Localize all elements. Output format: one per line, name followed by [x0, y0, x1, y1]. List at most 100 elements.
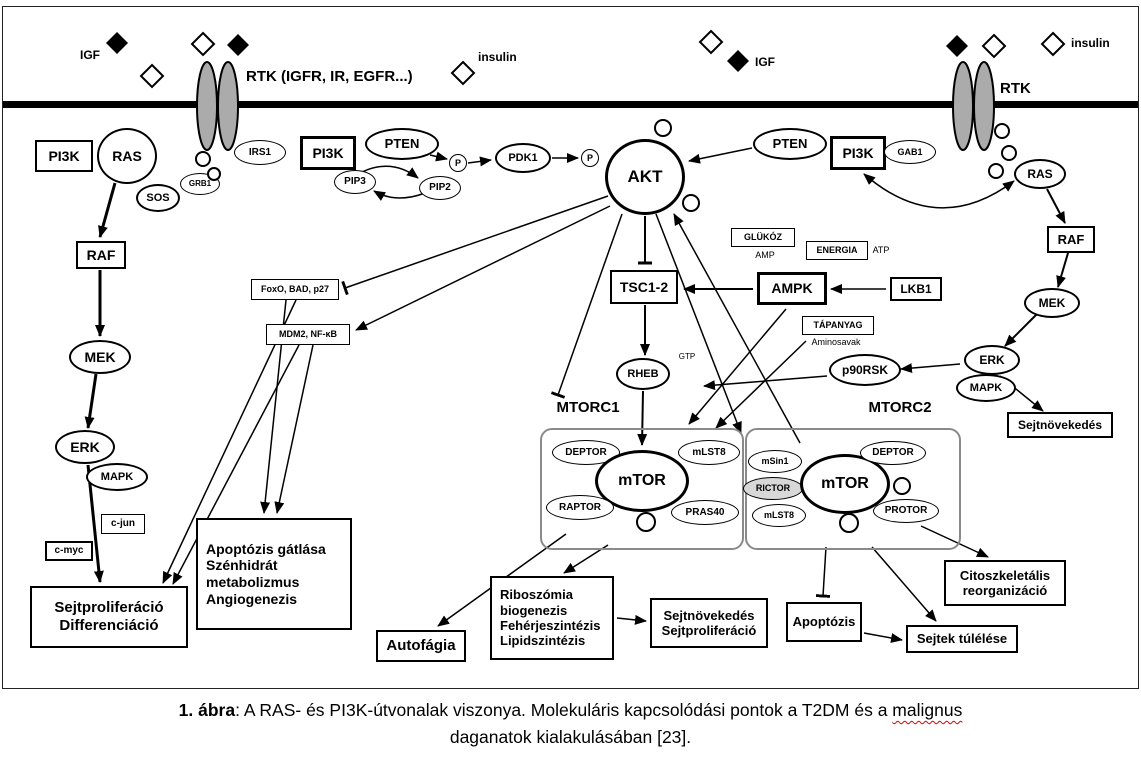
rtk-left-adaptor-circle-1 [195, 151, 211, 167]
node-pip2: PIP2 [419, 176, 461, 200]
rtk-left-adaptor-circle-2 [207, 167, 221, 181]
node-p90rsk: p90RSK [829, 354, 901, 386]
ligand-diamond-empty [1040, 31, 1066, 57]
node-mtor-1: mTOR [595, 450, 689, 512]
node-mek-right: MEK [1024, 288, 1080, 318]
ligand-diamond-filled [106, 32, 128, 54]
node-ras-left: RAS [97, 128, 157, 184]
rtk-receptor-left [196, 61, 239, 151]
node-pi3k-left: PI3K [35, 140, 93, 172]
diagram-connectors [3, 29, 1138, 643]
node-lkb1: LKB1 [890, 277, 942, 301]
node-akt: AKT [605, 139, 685, 215]
node-pten-left: PTEN [365, 128, 439, 160]
node-cmyc: c-myc [45, 541, 93, 561]
node-tapanyag: TÁPANYAG [802, 316, 874, 335]
node-sejtnovekedes-sejtproliferacio: Sejtnövekedés Sejtproliferáció [650, 598, 768, 648]
node-rheb: RHEB [616, 358, 670, 390]
ligand-diamond-filled [946, 35, 968, 57]
node-phospho-2: P [581, 149, 599, 167]
ligand-label-igf-right: IGF [755, 55, 775, 69]
node-pten-right: PTEN [753, 128, 827, 160]
node-gab1: GAB1 [884, 140, 936, 164]
label-mtorc1: MTORC1 [556, 399, 620, 417]
rtk-right-adaptor-circle-1 [994, 123, 1010, 139]
rtk-receptor-right [952, 61, 995, 151]
node-tsc1-2: TSC1-2 [610, 270, 678, 304]
node-apoptozis-gatlasa: Apoptózis gátlása Szénhidrát metabolizmu… [196, 518, 352, 630]
node-citoszkeletalis: Citoszkeletális reorganizáció [944, 560, 1066, 606]
node-mlst8-1: mLST8 [678, 440, 740, 465]
ligand-diamond-filled [227, 34, 249, 56]
caption-figure-number: 1. ábra [178, 700, 236, 720]
akt-subunit-circle-top [654, 119, 672, 137]
receptor-label-rtk-left: RTK (IGFR, IR, EGFR...) [246, 68, 413, 85]
node-raf-left: RAF [76, 241, 126, 269]
node-ampk: AMPK [757, 272, 827, 305]
ligand-diamonds [106, 29, 1066, 89]
node-autofagia: Autofágia [376, 630, 466, 662]
node-energia: ENERGIA [806, 241, 868, 260]
rtk-right-adaptor-circle-3 [988, 163, 1004, 179]
ligand-diamond-empty [190, 31, 216, 57]
node-sos: SOS [136, 184, 180, 212]
node-raptor: RAPTOR [546, 495, 614, 520]
node-sejtnovekedes-right: Sejtnövekedés [1007, 412, 1113, 438]
node-riboszomia: Riboszómia biogenezis Fehérjeszintézis L… [490, 576, 614, 660]
ligand-diamond-empty [139, 63, 165, 89]
node-sejtproliferacio: Sejtproliferáció Differenciáció [30, 586, 188, 648]
node-glukoz: GLÜKÓZ [731, 228, 795, 247]
caption-line1: 1. ábra: A RAS- és PI3K-útvonalak viszon… [0, 697, 1141, 724]
ligand-diamond-empty [698, 29, 724, 55]
label-mtorc2: MTORC2 [868, 399, 932, 417]
ligand-label-insulin-right: insulin [1071, 36, 1110, 50]
node-phospho-1: P [449, 154, 467, 172]
akt-subunit-circle-bottom [682, 194, 700, 212]
ligand-diamond-filled [727, 50, 749, 72]
node-mapk-right: MAPK [956, 374, 1016, 402]
label-atp: ATP [872, 244, 890, 255]
node-pdk1: PDK1 [495, 143, 551, 173]
rtk-right-adaptor-circle-2 [1001, 145, 1017, 161]
cell-membrane [3, 101, 1138, 108]
ligand-diamond-empty [450, 60, 476, 86]
node-pi3k-right: PI3K [830, 136, 886, 170]
caption-misspelled-word: malignus [892, 700, 963, 720]
ligand-label-igf-left: IGF [80, 48, 100, 62]
node-pras40: PRAS40 [671, 500, 739, 525]
node-mdm2-nfkb: MDM2, NF-κB [266, 324, 350, 345]
node-mapk-left: MAPK [86, 463, 148, 491]
label-amp: AMP [755, 249, 775, 260]
ligand-diamond-empty [981, 33, 1007, 59]
node-mtor-2: mTOR [800, 454, 890, 514]
mtor1-subunit-circle [636, 512, 656, 532]
node-sejtek-tulelese: Sejtek túlélése [906, 625, 1018, 653]
node-raf-right: RAF [1047, 226, 1095, 253]
mtor2-subunit-circle-bottom [839, 513, 859, 533]
node-mlst8-2: mLST8 [752, 504, 806, 527]
mtor2-subunit-circle-right [893, 477, 911, 495]
caption-line2: daganatok kialakulásában [23]. [449, 727, 692, 748]
node-mek-left: MEK [69, 340, 131, 374]
node-protor: PROTOR [873, 499, 939, 523]
figure-caption: 1. ábra: A RAS- és PI3K-útvonalak viszon… [0, 697, 1141, 751]
figure-border [2, 6, 1139, 689]
node-cjun: c-jun [101, 514, 145, 534]
node-apoptozis: Apoptózis [786, 602, 862, 642]
node-msin1: mSin1 [748, 450, 802, 473]
node-deptor-2: DEPTOR [860, 441, 926, 465]
node-irs1: IRS1 [234, 140, 286, 165]
node-erk-left: ERK [55, 430, 115, 464]
label-aminosavak: Aminosavak [811, 336, 861, 347]
receptor-label-rtk-right: RTK [1000, 80, 1031, 97]
node-rictor: RICTOR [743, 477, 803, 500]
node-pip3: PIP3 [334, 170, 376, 194]
node-pi3k-mid: PI3K [300, 136, 356, 170]
node-foxo-bad-p27: FoxO, BAD, p27 [251, 279, 339, 300]
label-gtp: GTP [678, 352, 696, 362]
node-deptor-1: DEPTOR [552, 440, 620, 465]
node-erk-right: ERK [964, 345, 1020, 375]
caption-text: : A RAS- és PI3K-útvonalak viszonya. Mol… [235, 700, 893, 720]
node-ras-right: RAS [1014, 159, 1066, 189]
